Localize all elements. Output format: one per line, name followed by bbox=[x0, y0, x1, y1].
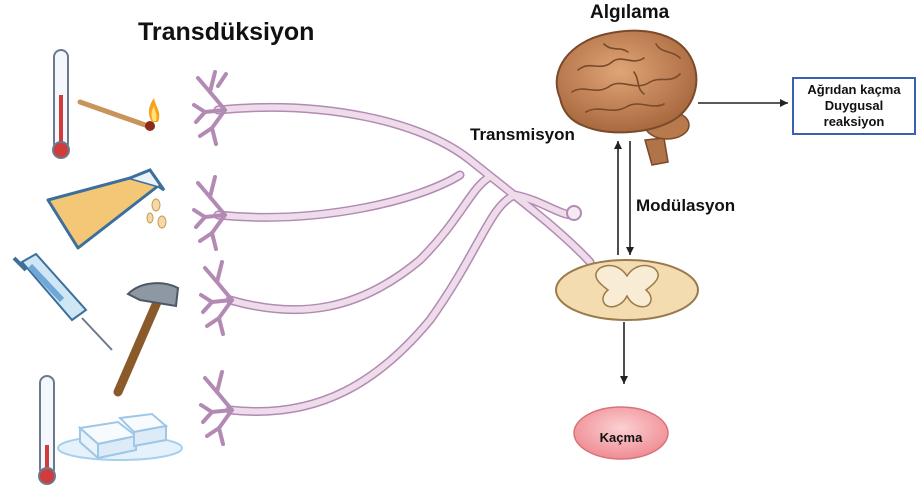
thermometer-cold-icon bbox=[39, 376, 55, 484]
nerve-fibers bbox=[218, 107, 590, 411]
thermometer-hot-icon bbox=[53, 50, 69, 158]
transduction-label: Transdüksiyon bbox=[138, 18, 314, 47]
acid-flask-icon bbox=[48, 170, 166, 248]
nerve-endings bbox=[194, 72, 232, 444]
response-box: Ağrıdan kaçma Duygusal reaksiyon bbox=[792, 77, 916, 135]
perception-label: Algılama bbox=[590, 2, 669, 24]
hammer-icon bbox=[118, 283, 178, 392]
syringe-icon bbox=[14, 254, 112, 350]
outcome-label: Kaçma bbox=[576, 430, 666, 445]
arrows bbox=[618, 103, 788, 384]
brain-icon bbox=[557, 31, 697, 165]
transmission-label: Transmisyon bbox=[470, 125, 575, 145]
modulation-label: Modülasyon bbox=[636, 196, 735, 216]
spinal-cord-icon bbox=[556, 260, 698, 320]
response-line-1: Ağrıdan kaçma bbox=[794, 82, 914, 98]
response-line-2: Duygusal bbox=[794, 98, 914, 114]
nerve-cell-body bbox=[567, 206, 581, 220]
ice-cubes-icon bbox=[58, 414, 182, 460]
burning-match-icon bbox=[80, 98, 159, 131]
response-line-3: reaksiyon bbox=[794, 114, 914, 130]
